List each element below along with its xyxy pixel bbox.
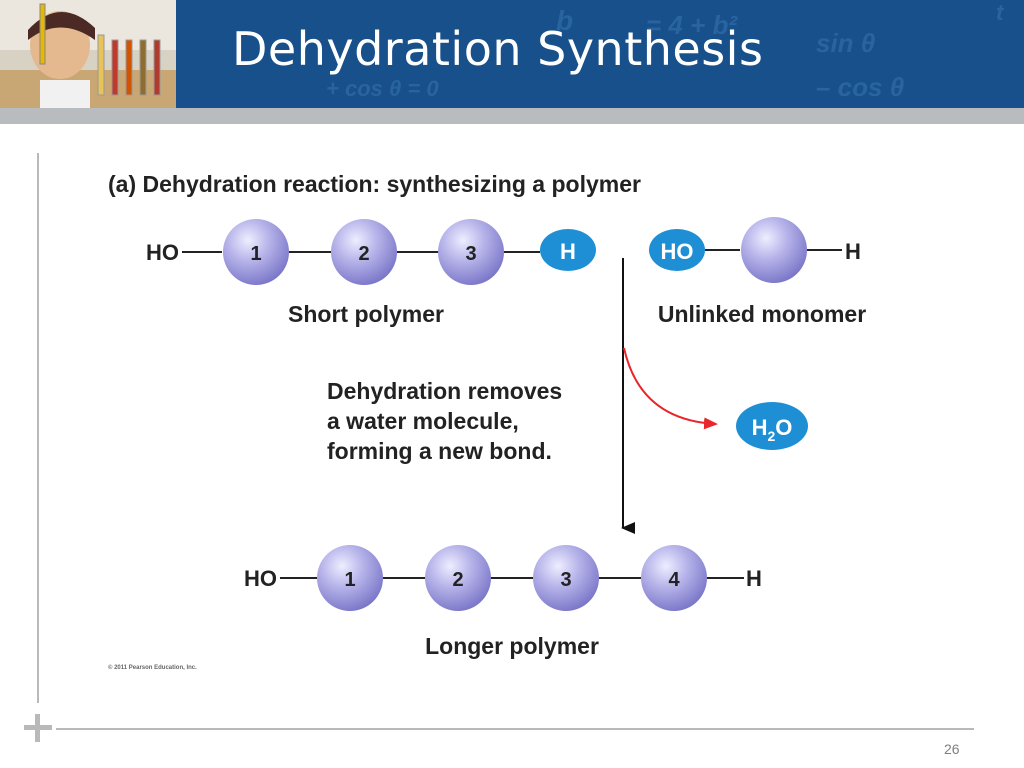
water-release-arrow	[623, 347, 718, 430]
svg-text:b: b	[556, 5, 573, 36]
bottom-rule	[56, 728, 974, 730]
long-monomer-4-label: 4	[668, 569, 680, 591]
svg-text:t: t	[996, 0, 1005, 25]
hydrogen-label: H	[560, 239, 576, 264]
long-monomer-2-label: 2	[452, 569, 463, 591]
svg-text:sin θ: sin θ	[816, 28, 875, 58]
hydroxyl-label: HO	[661, 239, 694, 264]
short-monomer-1-label: 1	[250, 243, 261, 265]
monomer-h: H	[845, 239, 861, 264]
note-line-1: Dehydration removes	[327, 378, 562, 404]
long-polymer-h: H	[746, 566, 762, 591]
header-banner: b = 4 + b² sin θ – cos θ + cos θ = 0 t D…	[0, 0, 1024, 108]
long-monomer-1-label: 1	[344, 569, 355, 591]
unlinked-monomer-label: Unlinked monomer	[658, 301, 866, 327]
water-badge	[736, 402, 808, 450]
note-line-3: forming a new bond.	[327, 438, 552, 464]
short-monomer-3	[438, 219, 504, 285]
note-line-2: a water molecule,	[327, 408, 519, 434]
long-monomer-3	[533, 545, 599, 611]
svg-text:+ cos θ = 0: + cos θ = 0	[326, 76, 439, 101]
hydroxyl-badge	[649, 229, 705, 271]
plus-icon	[24, 714, 52, 742]
math-background-pattern: b = 4 + b² sin θ – cos θ + cos θ = 0 t	[326, 0, 1005, 102]
left-rule	[37, 153, 39, 703]
water-label: H2O	[752, 415, 793, 444]
long-monomer-3-label: 3	[560, 569, 571, 591]
longer-polymer-label: Longer polymer	[425, 633, 599, 659]
copyright-note: © 2011 Pearson Education, Inc.	[108, 664, 197, 671]
unlinked-monomer	[741, 217, 807, 283]
svg-text:– cos θ: – cos θ	[816, 72, 904, 102]
long-polymer-ho: HO	[244, 566, 277, 591]
short-monomer-1	[223, 219, 289, 285]
scientist-photo	[0, 0, 176, 108]
short-monomer-3-label: 3	[465, 243, 476, 265]
header-divider	[0, 108, 1024, 124]
short-polymer-label: Short polymer	[288, 301, 444, 327]
diagram-heading: (a) Dehydration reaction: synthesizing a…	[108, 171, 641, 197]
slide-title: Dehydration Synthesis	[232, 22, 764, 76]
short-monomer-2-label: 2	[358, 243, 369, 265]
long-monomer-1	[317, 545, 383, 611]
svg-text:= 4 + b²: = 4 + b²	[646, 10, 738, 40]
long-monomer-2	[425, 545, 491, 611]
long-monomer-4	[641, 545, 707, 611]
short-monomer-2	[331, 219, 397, 285]
hydrogen-badge	[540, 229, 596, 271]
short-polymer-ho: HO	[146, 240, 179, 265]
slide-number: 26	[944, 741, 960, 757]
